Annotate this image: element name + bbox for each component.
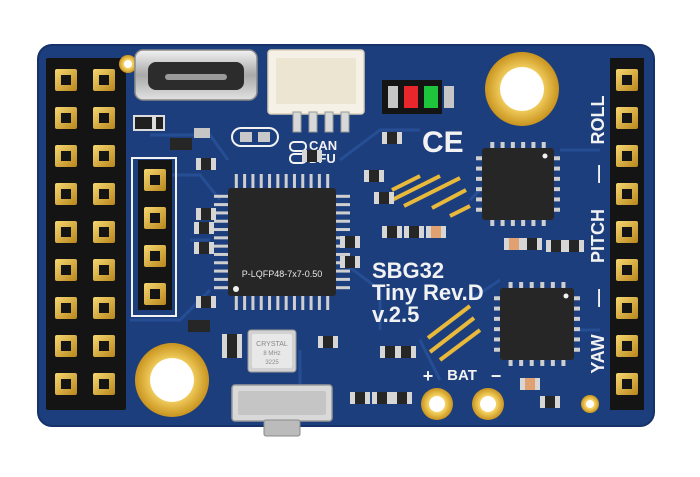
mcu-part-label: P-LQFP48-7x7-0.50 [242, 269, 323, 279]
pitch-yaw-dash: — [588, 289, 608, 307]
bat-plus: + [423, 366, 434, 386]
passive-components [188, 132, 584, 408]
roll-pitch-dash: — [588, 165, 608, 183]
crystal-line1: CRYSTAL [256, 341, 288, 348]
smd-passive [194, 222, 214, 234]
smd-passive [194, 242, 214, 254]
board-model: Tiny Rev.D [372, 280, 484, 305]
slide-switch [231, 384, 333, 437]
crystal-line2: 8 MHz [263, 351, 280, 357]
smd-passive [340, 256, 360, 268]
bat-label: BAT [447, 367, 477, 384]
board-version: v.2.5 [372, 302, 419, 327]
can-dfu-jumper [231, 127, 307, 164]
bat-minus: − [491, 366, 502, 386]
smd-passive [374, 192, 394, 204]
smd-passive [540, 396, 560, 408]
smd-passive [426, 226, 446, 238]
mounting-holes [119, 52, 599, 420]
board-title: SBG32 [372, 258, 444, 283]
smd-passive [520, 378, 540, 390]
imu-chip-bottom [494, 282, 580, 366]
left-pin-header-double [46, 58, 126, 410]
smd-passive [372, 392, 392, 404]
crystal-line3: 3225 [265, 360, 279, 366]
smd-passive [382, 226, 402, 238]
yaw-label: YAW [588, 334, 608, 373]
smd-passive [222, 346, 242, 358]
crystal-oscillator [247, 329, 297, 373]
smd-passive [302, 150, 322, 162]
can-label: CAN [309, 138, 337, 153]
smd-passive [504, 238, 524, 250]
smd-passive [364, 170, 384, 182]
smd-passive [392, 392, 412, 404]
smd-passive [340, 236, 360, 248]
smd-passive [222, 334, 242, 346]
smd-ic [188, 320, 210, 332]
decorative-stripes [391, 174, 482, 362]
smd-passive [382, 132, 402, 144]
led-red [404, 86, 418, 108]
smd-passive [564, 240, 584, 252]
roll-label: ROLL [588, 96, 608, 145]
smd-passive [196, 158, 216, 170]
smd-passive [196, 296, 216, 308]
right-pin-header [610, 58, 644, 410]
inner-pin-header [131, 157, 177, 317]
smd-passive [350, 392, 370, 404]
smd-passive [396, 346, 416, 358]
pitch-label: PITCH [588, 209, 608, 263]
smd-passive [196, 208, 216, 220]
smd-passive [318, 336, 338, 348]
smd-diode [133, 115, 165, 131]
led-green [424, 86, 438, 108]
ce-mark: CE [422, 126, 464, 159]
status-leds [382, 80, 454, 114]
imu-chip-top [476, 142, 560, 226]
small-ic-top [170, 128, 210, 150]
smd-passive [522, 238, 542, 250]
jst-connector [267, 49, 365, 133]
smd-passive [546, 240, 566, 252]
micro-usb-connector [134, 49, 258, 101]
smd-passive [404, 226, 424, 238]
mcu-chip [214, 174, 350, 310]
